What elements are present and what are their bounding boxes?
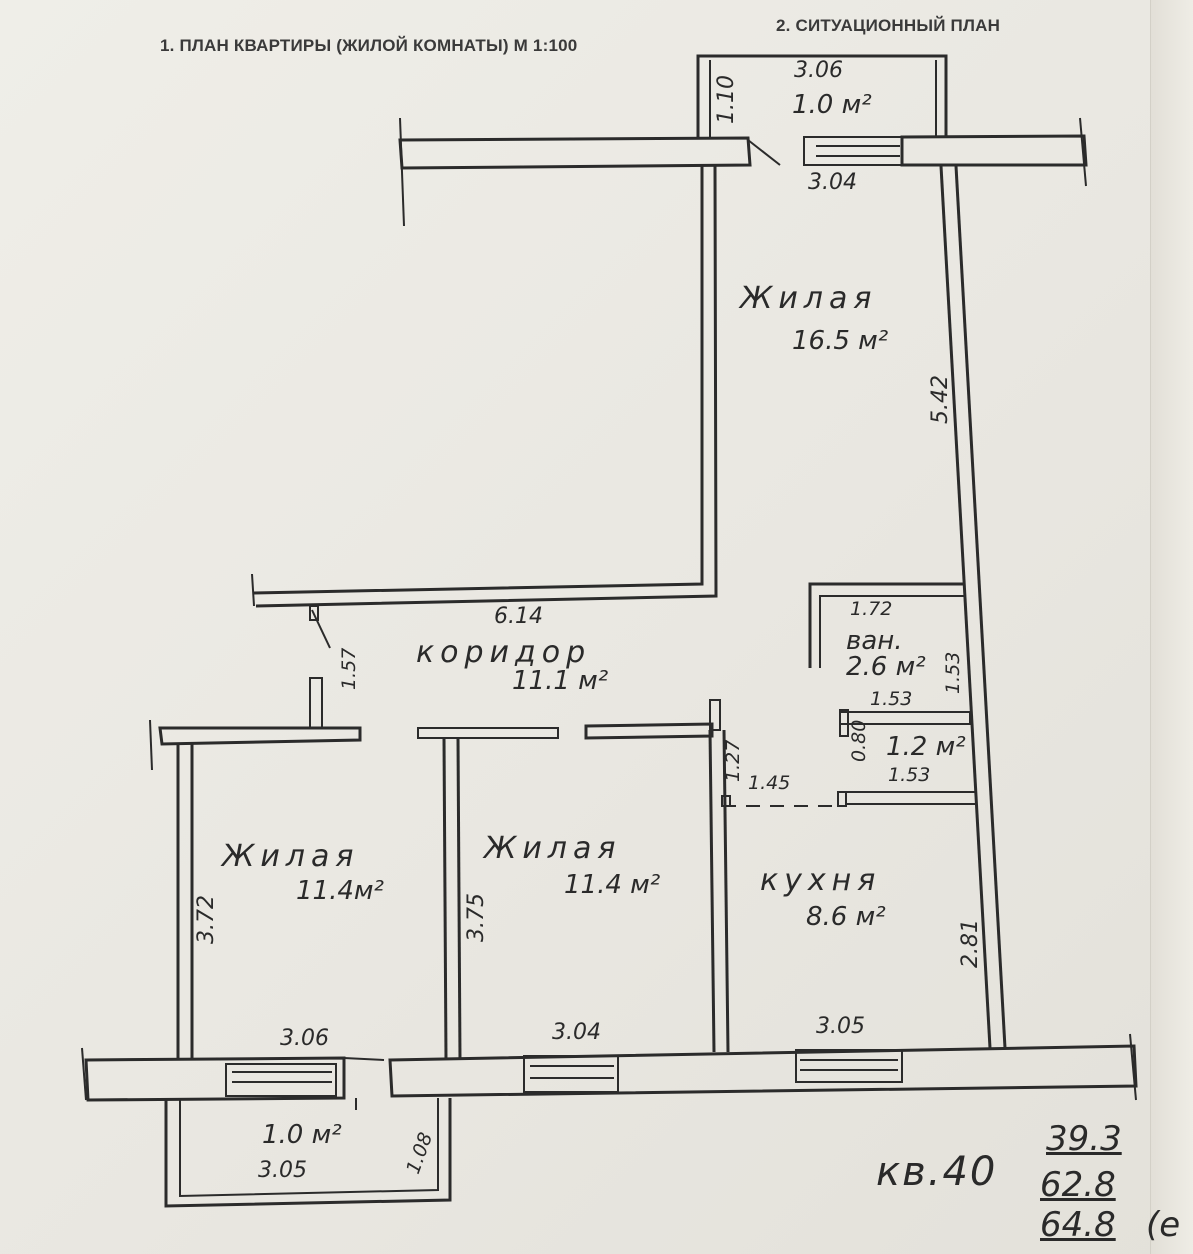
bathroom-dim-top: 1.72 [850,598,893,620]
bottom-balcony-dim-bottom: 3.05 [258,1158,307,1183]
living-middle-dim-bottom: 3.04 [552,1020,601,1045]
bathroom-dim-bottom: 1.53 [870,688,913,710]
wc-area: 1.2 м² [886,732,966,762]
living-left-dim-side: 3.72 [194,895,219,944]
living-area-total: 39.3 [1046,1119,1122,1159]
corridor-dim-top: 6.14 [494,604,543,629]
bottom-rooms-walls [176,729,730,1061]
kitchen-name: кухня [760,863,882,898]
living-middle-area: 11.4 м² [564,870,661,900]
bottom-exterior-wall [81,1033,1138,1102]
wc-dim-bottom: 1.53 [888,764,931,786]
kitchen-area: 8.6 м² [806,902,886,932]
passage-dim-bottom: 1.45 [748,772,791,794]
situational-plan-title: 2. СИТУАЦИОННЫЙ ПЛАН [776,16,1001,35]
corridor-walls [149,605,721,771]
living-middle-name: Жилая [484,831,622,866]
bottom-balcony-area: 1.0 м² [262,1120,342,1150]
living-left-name: Жилая [222,839,360,874]
corridor-name: коридор [416,635,592,670]
kitchen-dim-bottom: 3.05 [816,1014,865,1039]
living-left-dim-bottom: 3.06 [280,1026,329,1051]
top-balcony-outline [696,54,948,138]
living-large-name: Жилая [740,281,878,316]
living-large-area: 16.5 м² [792,326,889,356]
bathroom-dim-side: 1.53 [942,651,964,694]
top-balcony-dim-top: 3.06 [794,58,843,83]
top-balcony-area: 1.0 м² [792,90,872,120]
kitchen-dim-side: 2.81 [958,919,983,968]
passage-dim-side: 1.27 [722,739,744,782]
top-exterior-wall [398,117,1088,227]
living-large-dim-top: 3.04 [808,170,857,195]
total-area-with-balconies: 64.8 [1040,1205,1116,1245]
living-left-area: 11.4м² [296,876,384,906]
page-edge [1150,0,1193,1254]
wc-dim-side: 0.80 [848,719,870,762]
top-balcony-dim-side: 1.10 [714,75,739,124]
bathroom-walls [721,582,977,807]
total-area: 62.8 [1040,1165,1116,1205]
plan-title: 1. ПЛАН КВАРТИРЫ (ЖИЛОЙ КОМНАТЫ) М 1:100 [160,36,578,55]
bathroom-area: 2.6 м² [846,652,926,682]
corridor-area: 11.1 м² [512,666,609,696]
living-large-dim-side: 5.42 [928,375,953,424]
living-large-walls [251,165,1007,1049]
bathroom-name: ван. [846,626,903,656]
living-middle-dim-side: 3.75 [464,893,489,942]
bottom-balcony-outline [164,1098,452,1208]
corridor-dim-side: 1.57 [338,647,360,690]
apartment-number: кв.40 [876,1149,998,1195]
summary-suffix: (е [1146,1205,1181,1245]
